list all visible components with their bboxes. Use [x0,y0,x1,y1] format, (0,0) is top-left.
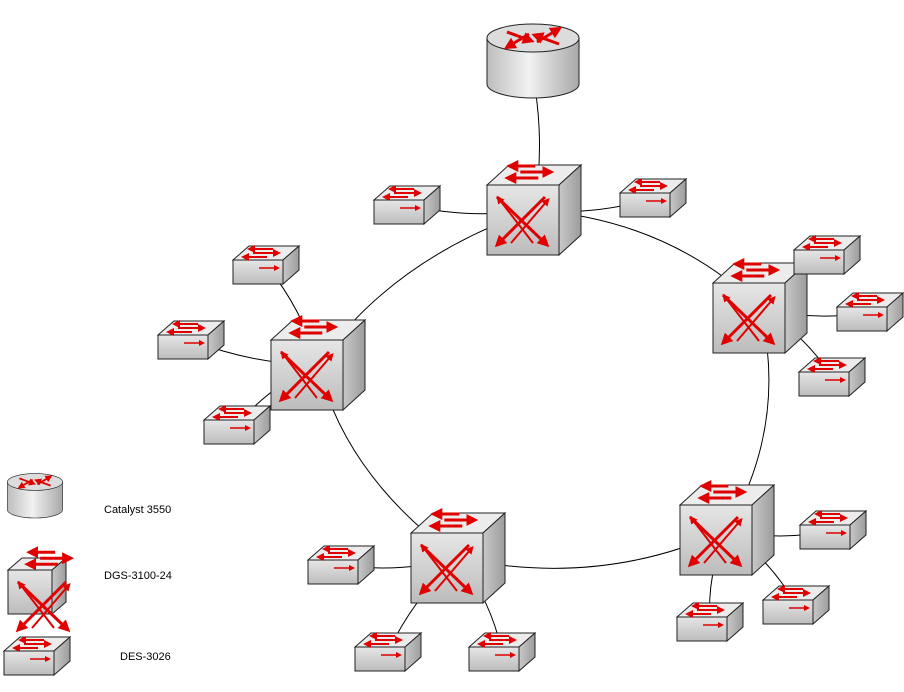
device-access-left-1[interactable] [231,244,301,286]
device-access-br-3[interactable] [675,601,745,643]
legend-label-des: DES-3026 [120,651,171,663]
device-access-left-3[interactable] [202,404,272,446]
router-top [7,473,63,491]
device-front-face [836,306,888,332]
arrow-glyph [278,350,331,403]
device-access-br-2[interactable] [761,584,831,626]
device-access-top-left[interactable] [372,184,442,226]
arrow-glyph [720,293,773,346]
arrow-glyph [17,478,34,489]
legend-label-catalyst: Catalyst 3550 [104,504,172,516]
arrow-glyph [689,515,727,564]
device-access-top-right[interactable] [618,177,688,219]
device-access-left-2[interactable] [156,319,226,361]
device-front-face [619,192,671,218]
arrow-glyph [506,30,535,44]
device-front-face [157,334,209,360]
arrow-glyph [17,580,55,629]
nodes-layer [156,23,904,673]
arrow-glyph [494,195,547,248]
arrow-glyph [36,475,53,486]
device-access-right-2[interactable] [835,291,904,333]
device-front-face [3,650,55,676]
device-access-right-3[interactable] [797,356,867,398]
device-ring-left[interactable] [269,315,367,412]
device-access-right-1[interactable] [792,234,862,276]
device-front-face [354,646,406,672]
device-front-face [762,599,814,625]
router-top [486,23,580,53]
legend-dgs-icon [6,546,75,633]
arrow-glyph [536,26,563,44]
legend-label-dgs: DGS-3100-24 [104,570,172,582]
router-body [486,37,580,99]
arrow-glyph [34,478,51,487]
arrow-glyph [736,295,776,342]
arrow-glyph [19,477,36,486]
legend-router-icon [7,473,63,519]
device-front-face [232,259,284,285]
arrow-glyph [531,32,560,46]
arrow-glyph [496,195,534,244]
device-core-router[interactable] [486,23,580,99]
device-ring-top[interactable] [485,160,583,257]
arrow-glyph [280,350,318,399]
device-front-face [793,249,845,275]
device-access-bottom-1[interactable] [306,544,376,586]
arrow-glyph [294,352,334,399]
device-access-bottom-2[interactable] [353,631,423,673]
device-front-face [799,524,851,550]
arrow-glyph [420,543,458,592]
arrow-glyph [15,580,68,633]
device-front-face [203,419,255,445]
device-front-face [373,199,425,225]
legend-icons [2,473,75,677]
arrow-glyph [510,197,550,244]
arrow-glyph [418,543,471,596]
arrow-glyph [434,545,474,592]
arrow-glyph [503,32,530,50]
device-front-face [307,559,359,585]
arrow-glyph [703,517,743,564]
device-front-face [676,616,728,642]
arrow-glyph [722,293,760,342]
device-ring-right[interactable] [711,258,809,355]
device-access-bottom-3[interactable] [467,631,537,673]
router-body [7,481,63,519]
arrow-glyph [31,582,71,629]
device-ring-bottom-right[interactable] [678,480,776,577]
device-front-face [798,371,850,397]
arrow-glyph [687,515,740,568]
device-front-face [468,646,520,672]
device-access-br-1[interactable] [798,509,868,551]
legend-des-icon [2,635,72,677]
device-ring-bottom[interactable] [409,508,507,605]
